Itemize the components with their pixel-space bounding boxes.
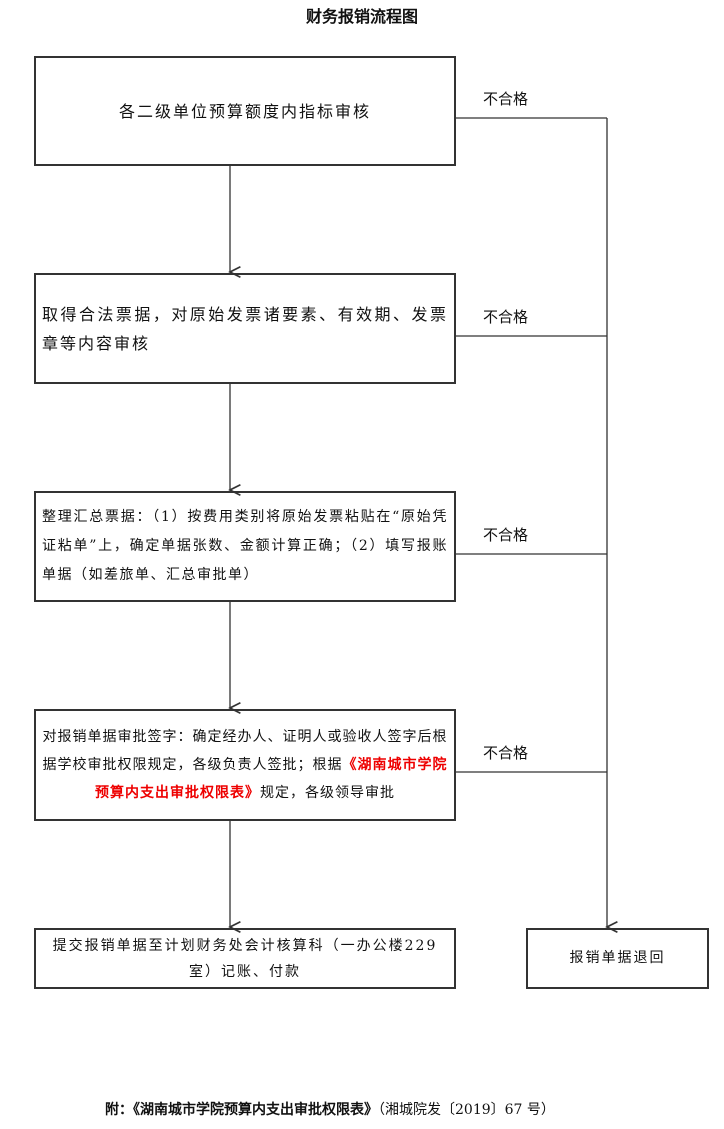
footer-note: 附：《湖南城市学院预算内支出审批权限表》（湘城院发〔2019〕67 号） — [105, 1099, 555, 1119]
return-box: 报销单据退回 — [526, 928, 709, 989]
step-3-box: 整理汇总票据：（1）按费用类别将原始发票粘贴在“原始凭证粘单”上，确定单据张数、… — [34, 491, 456, 602]
footer-doc-title: 《湖南城市学院预算内支出审批权限表》 — [133, 1102, 378, 1118]
approval-table-link: 《湖南城市学院预算内支出审批权限表》 — [95, 757, 448, 801]
step-4-box: 对报销单据审批签字：确定经办人、证明人或验收人签字后根据学校审批权限规定，各级负… — [34, 709, 456, 821]
step-5-box: 提交报销单据至计划财务处会计核算科（一办公楼229室）记账、付款 — [34, 928, 456, 989]
page-title: 财务报销流程图 — [305, 7, 418, 26]
footer-doc-ref: （湘城院发〔2019〕67 号） — [378, 1102, 555, 1118]
step-4-text-end: 规定，各级领导审批 — [260, 785, 395, 801]
reject-label: 不合格 — [483, 744, 529, 762]
step-1-box: 各二级单位预算额度内指标审核 — [34, 56, 456, 166]
step-2-box: 取得合法票据，对原始发票诸要素、有效期、发票章等内容审核 — [34, 273, 456, 384]
step-4-text: 对报销单据审批签字：确定经办人、证明人或验收人签字后根据学校审批权限规定，各级负… — [42, 729, 448, 773]
footer-prefix: 附： — [105, 1102, 133, 1118]
reject-label: 不合格 — [483, 90, 529, 108]
reject-label: 不合格 — [483, 526, 529, 544]
reject-label: 不合格 — [483, 308, 529, 326]
